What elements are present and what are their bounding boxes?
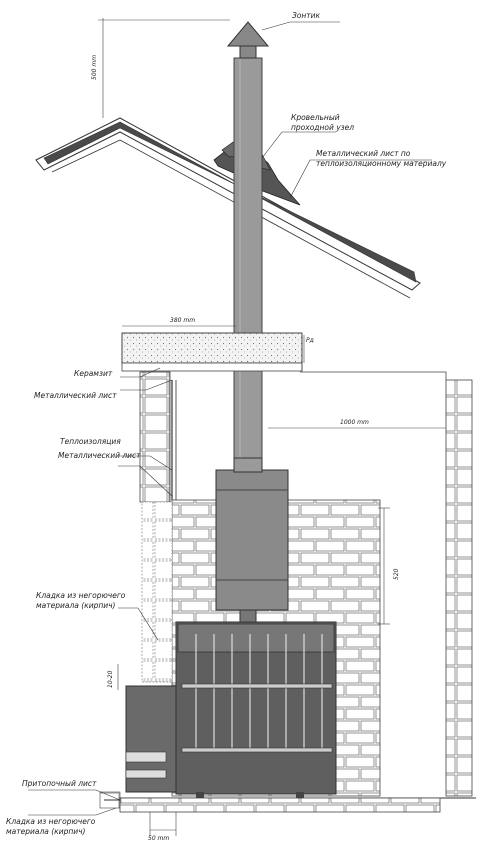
- dim-above-roof: 500 mm: [91, 55, 98, 80]
- dim-slab: Рд: [306, 337, 314, 344]
- label-masonry-wall-2: материала (кирпич): [36, 601, 116, 610]
- label-thermal-insulation: Теплоизоляция: [60, 437, 121, 446]
- dim-door-gap: 10-20: [107, 670, 114, 688]
- label-cap: Зонтик: [292, 11, 321, 20]
- dashed-masonry: [141, 501, 173, 683]
- left-wall-masonry: [139, 371, 171, 503]
- chimney-pipe: [233, 57, 263, 471]
- roof: [35, 117, 421, 299]
- label-ceramsite: Керамзит: [74, 369, 113, 378]
- leader-lines: [28, 21, 432, 816]
- dim-floor-gap: 50 mm: [148, 835, 169, 842]
- dim-ceiling-gap: 1000 mm: [340, 419, 369, 426]
- dim-ceiling-offset: 380 mm: [170, 317, 195, 324]
- label-metal-insul-1: Металлический лист по: [316, 149, 411, 158]
- right-wall-masonry: [445, 379, 473, 797]
- chimney-cap: [226, 21, 270, 59]
- label-masonry-floor-2: материала (кирпич): [6, 827, 86, 836]
- label-roof-pass-2: проходной узел: [291, 123, 354, 132]
- label-masonry-wall-1: Кладка из негорючего: [36, 591, 126, 600]
- label-masonry-floor-1: Кладка из негорючего: [6, 817, 96, 826]
- label-metal-sheet-ceiling: Металлический лист: [34, 391, 117, 400]
- heat-insulation: [171, 380, 177, 500]
- floor: [99, 791, 476, 813]
- dimension-lines: [98, 18, 446, 836]
- label-metal-sheet-wall: Металлический лист: [58, 451, 141, 460]
- dim-tank-height: 520: [393, 568, 400, 580]
- label-pre-furnace-sheet: Притопочный лист: [22, 779, 97, 788]
- ceiling-slab: [121, 332, 303, 372]
- stove: [125, 621, 337, 798]
- label-metal-insul-2: теплоизоляционному материалу: [316, 159, 447, 168]
- water-tank: [215, 457, 289, 625]
- label-roof-pass-1: Кровельный: [291, 113, 340, 122]
